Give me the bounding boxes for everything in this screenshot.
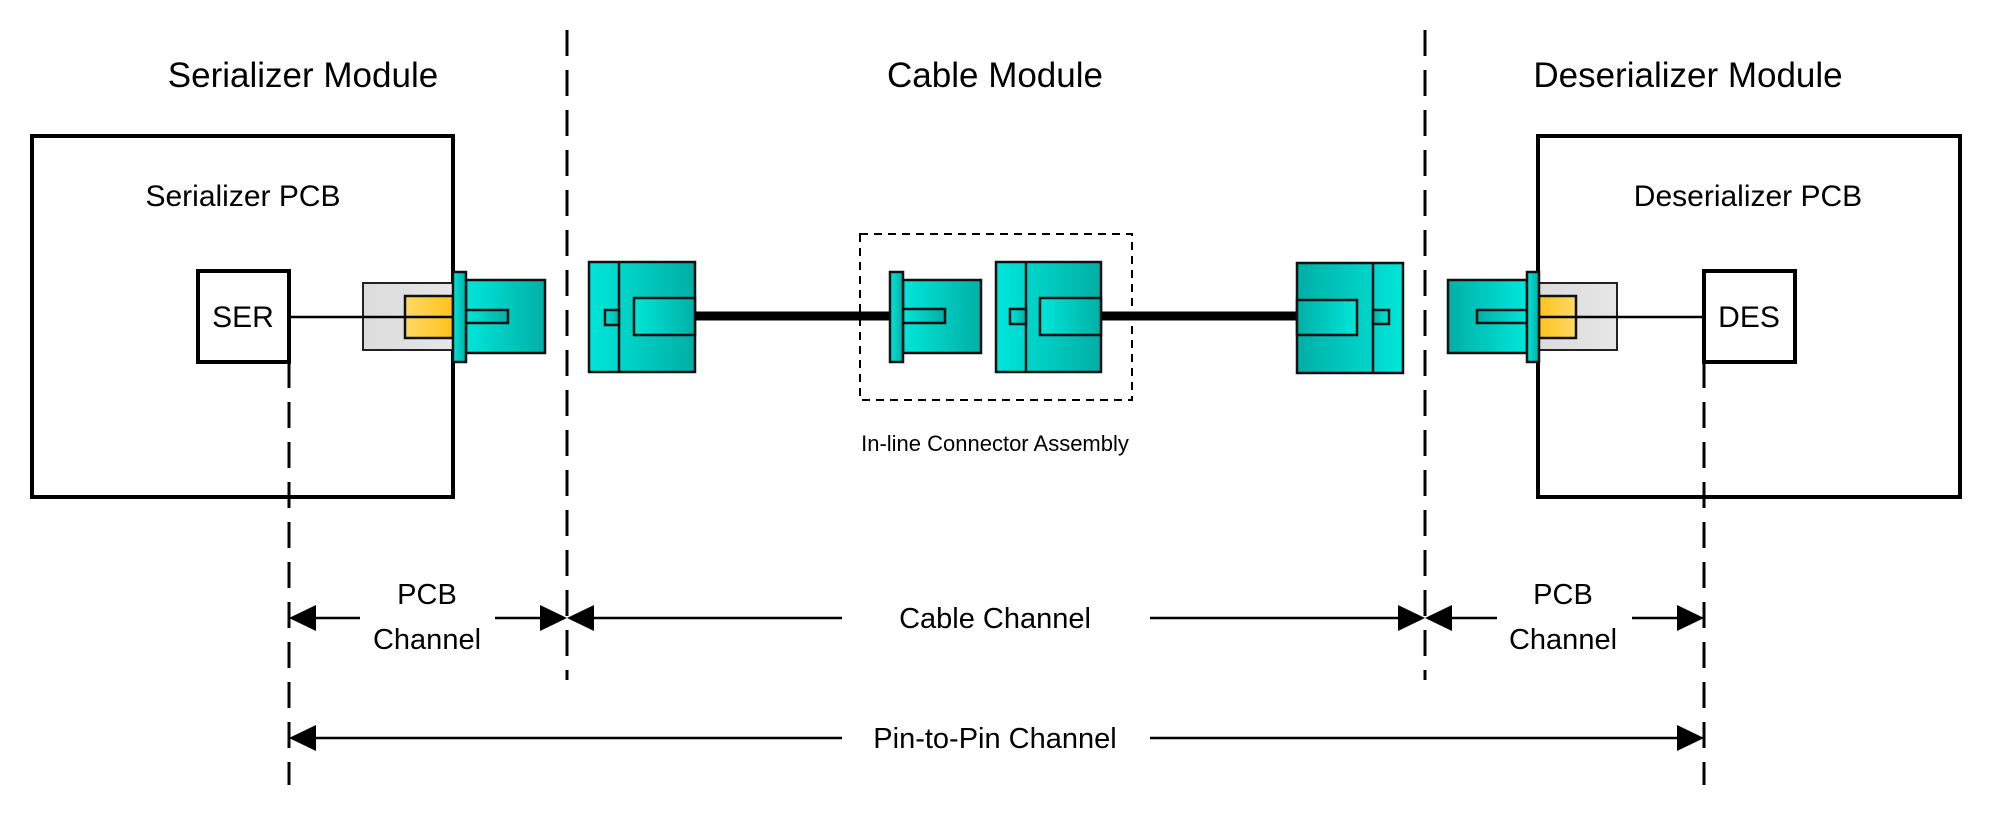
serializer-pcb-label: Serializer PCB xyxy=(145,180,340,213)
pcb-channel-left-label-line1: PCB xyxy=(397,579,457,611)
cable-end-plug-right xyxy=(1295,261,1405,375)
pin-to-pin-channel-label: Pin-to-Pin Channel xyxy=(873,723,1116,755)
pin-to-pin-channel-dimension: Pin-to-Pin Channel xyxy=(289,723,1704,755)
inline-connector-receptacle xyxy=(994,260,1103,374)
deserializer-module-title: Deserializer Module xyxy=(1533,56,1842,95)
pcb-channel-left-label-line2: Channel xyxy=(373,624,481,656)
connector-flange xyxy=(1525,270,1541,364)
pcb-channel-right-label-line2: Channel xyxy=(1509,624,1617,656)
serializer-module-title: Serializer Module xyxy=(168,56,438,95)
inline-connector-label: In-line Connector Assembly xyxy=(861,431,1129,456)
connector-pin xyxy=(464,308,510,325)
cable-end-plug-left xyxy=(587,260,697,374)
arrowhead-right xyxy=(1677,725,1704,751)
cable-module-title: Cable Module xyxy=(887,56,1103,95)
inline-connector-plug xyxy=(888,270,983,364)
arrowhead-right xyxy=(1677,605,1704,631)
cable-channel-label: Cable Channel xyxy=(899,603,1091,635)
pcb-channel-left-dimension: PCB Channel xyxy=(289,579,567,656)
inline-connector-assembly-outline xyxy=(859,233,1133,401)
arrowhead-left xyxy=(1425,605,1452,631)
des-chip-label: DES xyxy=(1718,301,1780,334)
arrowhead-right xyxy=(540,605,567,631)
ser-chip-label: SER xyxy=(212,301,274,334)
pcb-channel-right-dimension: PCB Channel xyxy=(1425,579,1704,656)
arrowhead-left xyxy=(289,605,316,631)
deserializer-pcb-label: Deserializer PCB xyxy=(1634,180,1862,213)
ser-chip xyxy=(196,269,291,364)
arrowhead-right xyxy=(1398,605,1425,631)
arrowhead-left xyxy=(289,725,316,751)
connector-flange xyxy=(451,270,468,364)
pcb-channel-right-label-line1: PCB xyxy=(1533,579,1593,611)
serializer-board-connector xyxy=(362,270,547,364)
connector-pin xyxy=(1475,308,1529,325)
deserializer-board-connector xyxy=(1446,270,1618,364)
cable-channel-dimension: Cable Channel xyxy=(567,603,1425,635)
arrowhead-left xyxy=(567,605,594,631)
